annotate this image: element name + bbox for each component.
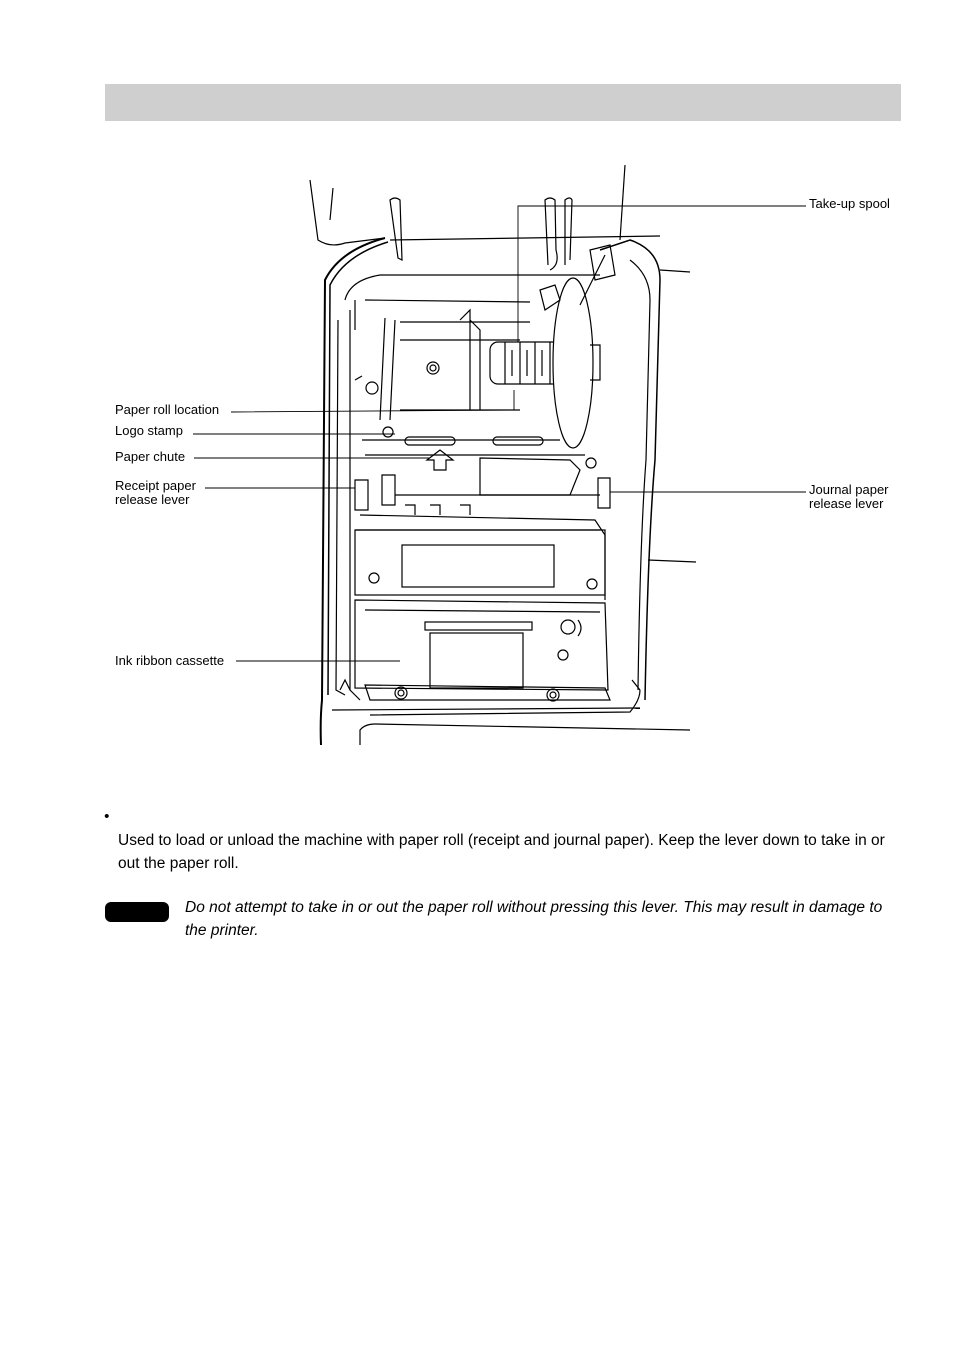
printer-diagram xyxy=(193,164,806,746)
lever-description: Used to load or unload the machine with … xyxy=(118,832,885,872)
label-paper-roll-location: Paper roll location xyxy=(115,402,220,417)
label-journal-paper-release-lever: Journal paper release lever xyxy=(809,482,889,511)
label-take-up-spool: Take-up spool xyxy=(809,196,890,211)
section-header-bar xyxy=(105,84,901,121)
label-logo-stamp: Logo stamp xyxy=(115,423,183,438)
note-text: Do not attempt to take in or out the pap… xyxy=(185,899,883,939)
label-ink-ribbon-cassette: Ink ribbon cassette xyxy=(115,653,225,668)
label-receipt-paper-release-lever: Receipt paper release lever xyxy=(115,478,196,507)
bullet-marker: • xyxy=(104,808,110,825)
label-paper-chute: Paper chute xyxy=(115,449,186,464)
note-badge xyxy=(105,902,169,922)
